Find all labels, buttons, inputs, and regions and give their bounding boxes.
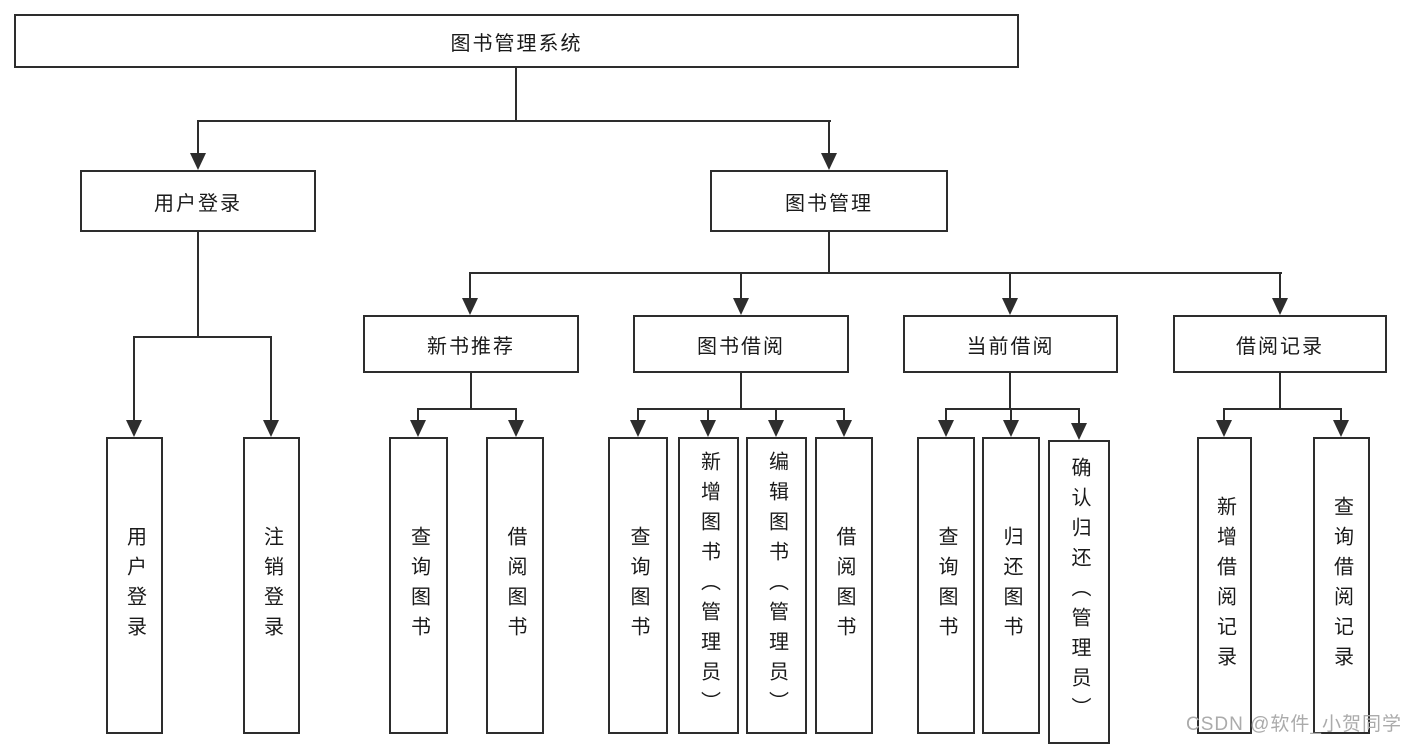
leaf-return-books: 归还图书 xyxy=(982,437,1040,734)
connector-line xyxy=(945,408,947,420)
node-book-borrow: 图书借阅 xyxy=(633,315,849,373)
leaf-recommend-borrow-books-label: 借阅图书 xyxy=(504,525,526,646)
connector-line xyxy=(197,120,831,122)
connector-line xyxy=(1279,373,1281,408)
leaf-current-query-books-label: 查询图书 xyxy=(935,525,957,646)
connector-line xyxy=(843,408,845,420)
node-new-book-recommend: 新书推荐 xyxy=(363,315,579,373)
connector-line xyxy=(945,408,1080,410)
arrowhead-down-icon xyxy=(1071,423,1087,440)
node-current-borrow-label: 当前借阅 xyxy=(966,335,1055,358)
arrowhead-down-icon xyxy=(768,420,784,437)
connector-line xyxy=(515,408,517,420)
node-borrow-records: 借阅记录 xyxy=(1173,315,1387,373)
connector-line xyxy=(1223,408,1225,420)
connector-line xyxy=(1279,272,1281,298)
connector-line xyxy=(515,68,517,120)
leaf-edit-books-admin: 编辑图书（管理员） xyxy=(746,437,807,734)
arrowhead-down-icon xyxy=(508,420,524,437)
leaf-add-borrow-record-label: 新增借阅记录 xyxy=(1213,495,1236,676)
arrowhead-down-icon xyxy=(733,298,749,315)
arrowhead-down-icon xyxy=(1272,298,1288,315)
arrowhead-down-icon xyxy=(263,420,279,437)
connector-line xyxy=(828,120,830,153)
node-book-management-label: 图书管理 xyxy=(785,192,873,215)
leaf-logout: 注销登录 xyxy=(243,437,300,734)
connector-line xyxy=(740,373,742,408)
node-user-login: 用户登录 xyxy=(80,170,316,232)
arrowhead-down-icon xyxy=(410,420,426,437)
arrowhead-down-icon xyxy=(821,153,837,170)
arrowhead-down-icon xyxy=(1216,420,1232,437)
connector-line xyxy=(133,336,135,420)
arrowhead-down-icon xyxy=(1333,420,1349,437)
node-user-login-label: 用户登录 xyxy=(154,192,242,215)
watermark-text: CSDN @软件_小贺同学 xyxy=(1186,714,1402,735)
node-new-book-recommend-label: 新书推荐 xyxy=(427,335,515,358)
leaf-edit-books-admin-label: 编辑图书（管理员） xyxy=(765,450,788,721)
arrowhead-down-icon xyxy=(190,153,206,170)
node-root: 图书管理系统 xyxy=(14,14,1019,68)
connector-line xyxy=(637,408,639,420)
arrowhead-down-icon xyxy=(126,420,142,437)
leaf-add-books-admin-label: 新增图书（管理员） xyxy=(697,450,720,721)
connector-line xyxy=(417,408,419,420)
leaf-user-login: 用户登录 xyxy=(106,437,163,734)
leaf-add-books-admin: 新增图书（管理员） xyxy=(678,437,739,734)
node-root-label: 图书管理系统 xyxy=(450,32,583,55)
connector-line xyxy=(740,272,742,298)
leaf-logout-label: 注销登录 xyxy=(260,525,283,646)
connector-line xyxy=(469,272,1282,274)
leaf-query-borrow-record-label: 查询借阅记录 xyxy=(1330,495,1353,676)
arrowhead-down-icon xyxy=(836,420,852,437)
connector-line xyxy=(1010,408,1012,420)
connector-line xyxy=(270,336,272,420)
node-book-management: 图书管理 xyxy=(710,170,948,232)
arrowhead-down-icon xyxy=(1002,298,1018,315)
leaf-borrow-query-books-label: 查询图书 xyxy=(627,525,649,646)
connector-line xyxy=(197,120,199,153)
connector-line xyxy=(637,408,845,410)
leaf-confirm-return-admin-label: 确认归还（管理员） xyxy=(1068,457,1090,727)
connector-line xyxy=(828,232,830,272)
connector-line xyxy=(775,408,777,420)
leaf-return-books-label: 归还图书 xyxy=(1000,525,1022,646)
leaf-recommend-borrow-books: 借阅图书 xyxy=(486,437,544,734)
connector-line xyxy=(1340,408,1342,420)
leaf-borrow-books: 借阅图书 xyxy=(815,437,873,734)
leaf-user-login-label: 用户登录 xyxy=(123,525,146,646)
connector-line xyxy=(1223,408,1342,410)
leaf-confirm-return-admin: 确认归还（管理员） xyxy=(1048,440,1110,744)
leaf-current-query-books: 查询图书 xyxy=(917,437,975,734)
arrowhead-down-icon xyxy=(462,298,478,315)
arrowhead-down-icon xyxy=(630,420,646,437)
connector-line xyxy=(133,336,272,338)
connector-line xyxy=(470,373,472,408)
leaf-borrow-books-label: 借阅图书 xyxy=(833,525,855,646)
connector-line xyxy=(417,408,517,410)
connector-line xyxy=(707,408,709,420)
leaf-add-borrow-record: 新增借阅记录 xyxy=(1197,437,1252,734)
leaf-query-borrow-record: 查询借阅记录 xyxy=(1313,437,1370,734)
arrowhead-down-icon xyxy=(1003,420,1019,437)
connector-line xyxy=(197,232,199,336)
connector-line xyxy=(1078,408,1080,423)
node-borrow-records-label: 借阅记录 xyxy=(1236,335,1324,358)
arrowhead-down-icon xyxy=(938,420,954,437)
arrowhead-down-icon xyxy=(700,420,716,437)
node-book-borrow-label: 图书借阅 xyxy=(697,335,785,358)
connector-line xyxy=(1009,373,1011,408)
leaf-borrow-query-books: 查询图书 xyxy=(608,437,668,734)
node-current-borrow: 当前借阅 xyxy=(903,315,1118,373)
leaf-recommend-query-books-label: 查询图书 xyxy=(407,525,430,646)
leaf-recommend-query-books: 查询图书 xyxy=(389,437,448,734)
connector-line xyxy=(469,272,471,298)
connector-line xyxy=(1009,272,1011,298)
